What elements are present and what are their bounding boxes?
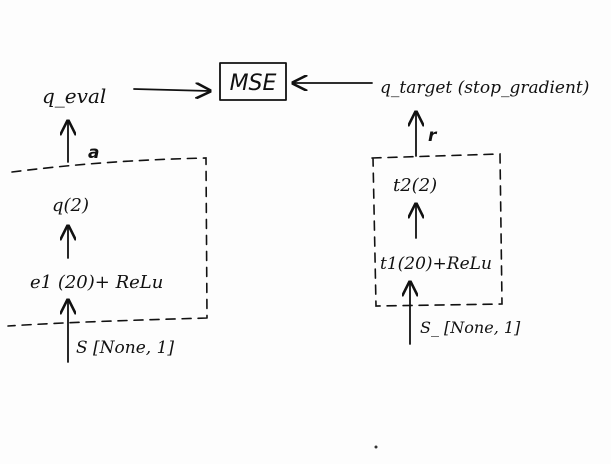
edge-label-a: a (88, 143, 99, 163)
eval-net-boundary (7, 157, 208, 327)
q-target-node: q_target (stop_gradient) (380, 78, 589, 98)
t1-node: t1(20)+ReLu (380, 254, 492, 274)
e1-node: e1 (20)+ ReLu (30, 272, 163, 293)
mse-label: MSE (230, 71, 277, 96)
q-node: q(2) (52, 195, 89, 216)
s-input-node: S [None, 1] (76, 338, 174, 358)
edge-label-r: r (428, 126, 438, 146)
q-eval-node: q_eval (42, 84, 106, 108)
target-net-boundary (371, 153, 503, 307)
arrow-qeval-to-mse (133, 89, 210, 91)
s-next-input-node: S_ [None, 1] (420, 318, 521, 337)
t2-node: t2(2) (393, 175, 437, 196)
ink-dot (374, 445, 378, 449)
mse-box (219, 62, 287, 101)
